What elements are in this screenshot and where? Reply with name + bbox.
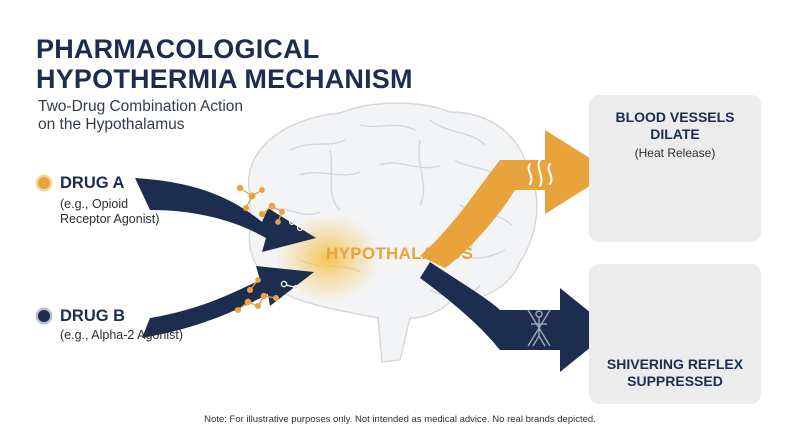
drug-a-arrow <box>135 178 316 252</box>
shivering-crossed-icon <box>527 309 551 347</box>
drug-b-name: DRUG B <box>60 307 126 325</box>
drug-b-dot-icon <box>38 310 50 322</box>
title-line-1: PHARMACOLOGICAL <box>36 34 320 64</box>
shivering-title-line-1: SHIVERING REFLEX <box>606 356 744 372</box>
blood-vessels-title-line-2: DILATE <box>650 126 700 142</box>
molecule-icon <box>236 184 304 232</box>
molecule-icon <box>234 277 300 314</box>
drug-a-description: (e.g., Opioid Receptor Agonist) <box>60 197 159 227</box>
drug-a-desc-line-1: (e.g., Opioid <box>60 197 129 211</box>
page-subtitle: Two-Drug Combination Action on the Hypot… <box>38 98 338 134</box>
drug-a-dot-icon <box>38 177 50 189</box>
shivering-title-line-2: SUPPRESSED <box>627 373 723 389</box>
blood-vessels-title: BLOOD VESSELS DILATE <box>589 109 761 143</box>
blood-vessels-panel: BLOOD VESSELS DILATE (Heat Release) <box>589 95 761 242</box>
page-title: PHARMACOLOGICAL HYPOTHERMIA MECHANISM <box>36 34 456 94</box>
shivering-panel: SHIVERING REFLEX SUPPRESSED <box>589 264 761 404</box>
blood-vessels-title-line-1: BLOOD VESSELS <box>615 109 735 125</box>
shivering-suppression-arrow <box>420 262 612 372</box>
drug-b-arrow <box>142 266 314 338</box>
disclaimer-note: Note: For illustrative purposes only. No… <box>204 414 596 425</box>
drug-b-description: (e.g., Alpha-2 Agonist) <box>60 328 183 343</box>
heat-release-arrow <box>420 130 612 268</box>
heat-release-subtitle: (Heat Release) <box>634 146 716 160</box>
hypothalamus-label: HYPOTHALAMUS <box>326 244 474 263</box>
heat-waves-icon <box>527 159 553 187</box>
drug-a-name: DRUG A <box>60 174 125 192</box>
title-line-2: HYPOTHERMIA MECHANISM <box>36 64 413 94</box>
drug-b-desc-line-1: (e.g., Alpha-2 Agonist) <box>60 328 183 342</box>
subtitle-line-2: on the Hypothalamus <box>38 116 185 133</box>
shivering-title: SHIVERING REFLEX SUPPRESSED <box>589 356 761 390</box>
drug-a-desc-line-2: Receptor Agonist) <box>60 212 160 226</box>
subtitle-line-1: Two-Drug Combination Action <box>38 98 244 115</box>
